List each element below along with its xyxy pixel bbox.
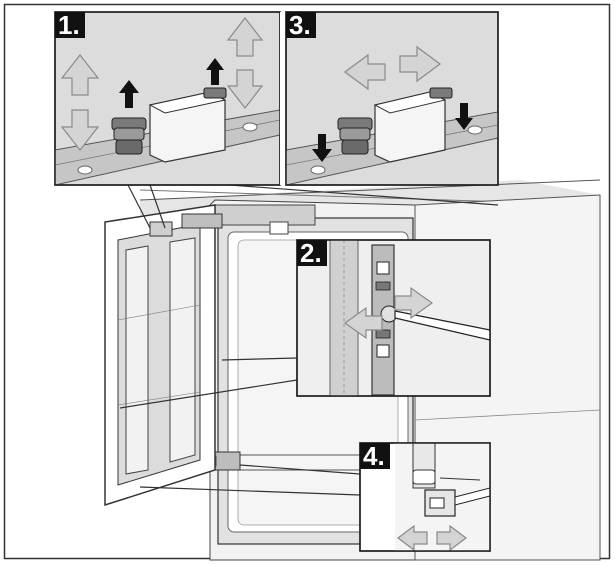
callout-leaders: [119, 184, 499, 496]
panel-divider: [280, 12, 286, 185]
solid-black-arrow-icon: [119, 80, 139, 108]
step-label-badge: [297, 240, 327, 266]
screwdriver-icon: [394, 310, 490, 341]
step-label-1: 1.: [58, 10, 80, 40]
screw-icon: [429, 87, 453, 99]
hollow-left-right-arrow-icon: [343, 286, 434, 340]
hollow-up-down-arrow-icon: [226, 17, 264, 109]
step-label-badge: [360, 443, 390, 469]
screw-icon: [203, 87, 227, 99]
hollow-up-down-arrow-icon: [60, 54, 100, 151]
panel-3: 3.: [285, 10, 499, 186]
hollow-left-right-arrow-icon: [343, 45, 442, 91]
screwdriver-icon: [454, 487, 490, 506]
panel-1: 1.: [54, 10, 281, 186]
step-label-badge: [286, 12, 316, 38]
panel-4: 4.: [359, 441, 491, 552]
solid-black-arrow-icon: [206, 58, 224, 85]
step-label-badge: [55, 12, 85, 38]
solid-black-arrow-icon: [455, 103, 473, 130]
hollow-left-right-arrow-icon: [397, 524, 467, 551]
panel-2: 2.: [296, 238, 491, 397]
screw-icon: [111, 117, 147, 155]
step-label-3: 3.: [289, 10, 311, 40]
step-label-4: 4.: [363, 441, 385, 471]
screw-icon: [337, 117, 373, 155]
solid-black-arrow-icon: [312, 134, 332, 162]
step-label-2: 2.: [300, 238, 322, 268]
